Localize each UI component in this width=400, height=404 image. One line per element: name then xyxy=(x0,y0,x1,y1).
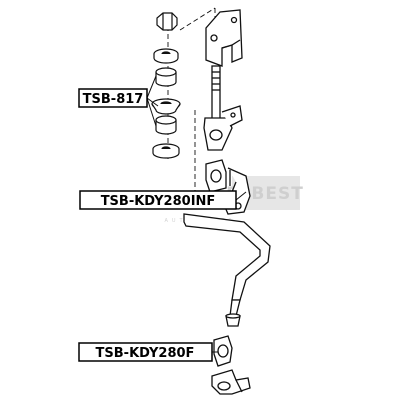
washer-bottom xyxy=(152,143,180,159)
label-part-1: TSB-817 xyxy=(78,88,148,108)
part-number-text: TSB-KDY280F xyxy=(96,346,195,361)
bushing-lower xyxy=(155,115,177,135)
bushing-upper xyxy=(155,67,177,87)
stabilizer-link xyxy=(203,65,243,151)
label-box xyxy=(78,342,213,362)
leader-lines xyxy=(146,75,247,353)
label-part-3: TSB-KDY280F xyxy=(78,342,213,362)
washer-top xyxy=(153,48,179,64)
part-number-text: TSB-817 xyxy=(83,92,144,107)
part-number-text: TSB-KDY280INF xyxy=(101,194,216,209)
stabilizer-bar xyxy=(183,213,271,327)
label-box xyxy=(79,190,237,210)
lower-bushing xyxy=(211,335,251,395)
nut-top xyxy=(156,12,178,31)
label-box xyxy=(78,88,148,108)
label-part-2: TSB-KDY280INF xyxy=(79,190,237,210)
body-bracket xyxy=(205,9,243,67)
washer-middle xyxy=(151,98,181,115)
